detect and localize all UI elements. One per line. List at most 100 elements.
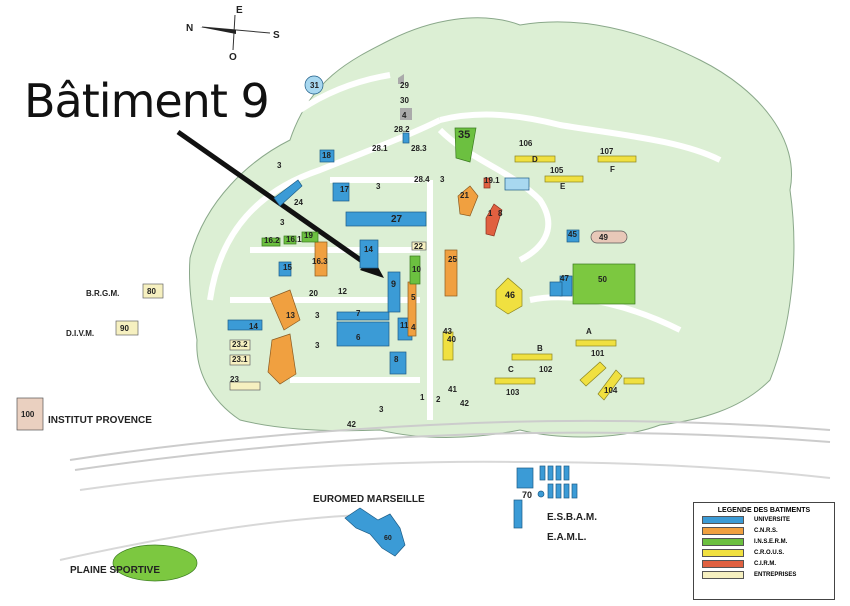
svg-text:F: F	[610, 165, 615, 174]
svg-text:16.2: 16.2	[264, 236, 280, 245]
legend-row-crous: C.R.O.U.S.	[702, 547, 834, 558]
legend-swatch	[702, 515, 744, 524]
svg-text:42: 42	[460, 399, 469, 408]
plaine-sportive-field	[112, 544, 198, 582]
legend-row-inserm: I.N.S.E.R.M.	[702, 536, 834, 547]
lower-road	[79, 460, 831, 491]
svg-text:3: 3	[315, 341, 320, 350]
institut-provence-num: 100	[21, 410, 35, 419]
crous-buildings	[442, 155, 645, 401]
building-31	[304, 75, 324, 95]
svg-text:10: 10	[412, 265, 421, 274]
svg-text:105: 105	[550, 166, 564, 175]
svg-text:8: 8	[394, 355, 399, 364]
divm-label: D.I.V.M.	[66, 329, 94, 338]
svg-text:35: 35	[458, 129, 470, 141]
svg-text:16.1: 16.1	[286, 235, 302, 244]
svg-text:14: 14	[249, 322, 258, 331]
legend-title: LEGENDE DES BATIMENTS	[717, 507, 811, 514]
legend-swatch	[702, 526, 744, 535]
svg-text:3: 3	[376, 182, 381, 191]
svg-text:4: 4	[402, 111, 407, 120]
svg-text:13: 13	[286, 311, 295, 320]
svg-text:46: 46	[505, 290, 515, 300]
divm-num: 90	[120, 324, 129, 333]
svg-text:D: D	[532, 155, 538, 164]
svg-text:107: 107	[600, 147, 614, 156]
svg-text:102: 102	[539, 365, 553, 374]
svg-text:17: 17	[340, 185, 349, 194]
building-29-30	[398, 74, 404, 84]
svg-text:23.2: 23.2	[232, 340, 248, 349]
svg-text:27: 27	[391, 214, 403, 225]
institut-provence-box	[16, 397, 44, 431]
svg-text:28.2: 28.2	[394, 125, 410, 134]
plaine-sportive-label: PLAINE SPORTIVE	[70, 565, 160, 576]
svg-text:2: 2	[436, 395, 441, 404]
legend-row-cnrs: C.N.R.S.	[702, 525, 834, 536]
boulevard	[69, 419, 831, 461]
boulevard-edge	[74, 431, 831, 471]
pool	[504, 177, 530, 191]
entreprises-buildings	[115, 241, 427, 391]
svg-text:103: 103	[506, 388, 520, 397]
legend-swatch	[702, 548, 744, 557]
svg-text:25: 25	[448, 255, 457, 264]
legend-label: ENTREPRISES	[754, 571, 797, 578]
svg-text:14: 14	[364, 245, 373, 254]
svg-text:30: 30	[400, 96, 409, 105]
brgm-num: 80	[147, 287, 156, 296]
svg-text:1: 1	[488, 209, 493, 218]
legend-label: C.I.R.M.	[754, 560, 776, 567]
svg-text:43: 43	[443, 327, 452, 336]
cirm-buildings	[483, 177, 503, 237]
svg-text:C: C	[508, 365, 514, 374]
esbam-label: E.S.B.A.M.	[547, 512, 597, 523]
svg-text:28.3: 28.3	[411, 144, 427, 153]
cnrs-buildings	[267, 185, 479, 385]
svg-text:3: 3	[440, 175, 445, 184]
svg-text:16.3: 16.3	[312, 257, 328, 266]
svg-text:6: 6	[356, 333, 361, 342]
legend-row-universite: UNIVERSITE	[702, 514, 834, 525]
svg-text:3: 3	[379, 405, 384, 414]
legend-swatch	[702, 537, 744, 546]
legend-label: C.N.R.S.	[754, 527, 778, 534]
map-legend: LEGENDE DES BATIMENTS UNIVERSITE C.N.R.S…	[693, 502, 835, 600]
svg-text:45: 45	[568, 230, 577, 239]
svg-text:1: 1	[420, 393, 425, 402]
legend-label: UNIVERSITE	[754, 516, 791, 523]
svg-text:24: 24	[294, 198, 303, 207]
building-28-block	[400, 108, 412, 120]
legend-row-cirm: C.I.R.M.	[702, 558, 834, 569]
svg-text:28.1: 28.1	[372, 144, 388, 153]
pointer-arrow	[176, 129, 374, 271]
svg-text:29: 29	[400, 81, 409, 90]
svg-text:4: 4	[411, 323, 416, 332]
svg-text:19: 19	[304, 231, 313, 240]
svg-text:20: 20	[309, 289, 318, 298]
compass-rose: N E S O	[186, 5, 280, 63]
svg-text:12: 12	[338, 287, 347, 296]
universite-buildings	[227, 132, 580, 557]
building-labels: 31 29 30 4 28.2 28.1 28.3 28.4 35 18 17 …	[230, 81, 618, 542]
svg-text:23.1: 23.1	[232, 355, 248, 364]
svg-text:22: 22	[414, 242, 423, 251]
svg-text:31: 31	[310, 81, 319, 90]
brgm-label: B.R.G.M.	[86, 289, 119, 298]
svg-text:7: 7	[356, 309, 361, 318]
svg-text:106: 106	[519, 139, 533, 148]
svg-text:70: 70	[522, 490, 532, 500]
page-title: Bâtiment 9	[24, 74, 270, 128]
svg-text:40: 40	[447, 335, 456, 344]
svg-text:23: 23	[230, 375, 239, 384]
compass-o: O	[229, 52, 237, 63]
svg-text:104: 104	[604, 386, 618, 395]
lower-road-2	[59, 514, 361, 561]
svg-text:19.1: 19.1	[484, 176, 500, 185]
place-labels: B.R.G.M. 80 D.I.V.M. 90 INSTITUT PROVENC…	[21, 287, 597, 576]
svg-text:9: 9	[391, 279, 396, 289]
compass-n: N	[186, 23, 193, 34]
svg-text:21: 21	[460, 191, 469, 200]
